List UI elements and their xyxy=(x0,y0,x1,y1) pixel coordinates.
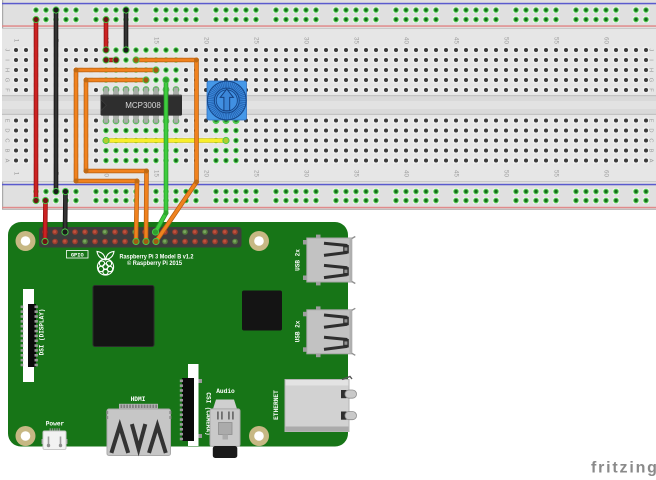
svg-text:1: 1 xyxy=(13,172,20,176)
svg-text:H: H xyxy=(648,68,654,72)
svg-text:ETHERNET: ETHERNET xyxy=(273,390,280,420)
svg-text:15: 15 xyxy=(153,37,160,44)
svg-text:20: 20 xyxy=(203,37,210,44)
svg-text:25: 25 xyxy=(253,37,260,44)
svg-text:F: F xyxy=(648,88,654,92)
svg-text:B: B xyxy=(648,149,654,153)
svg-text:Raspberry Pi 3 Model B v1.2: Raspberry Pi 3 Model B v1.2 xyxy=(120,253,194,260)
svg-text:25: 25 xyxy=(253,170,260,177)
svg-text:F: F xyxy=(4,88,10,92)
svg-text:35: 35 xyxy=(353,37,360,44)
svg-text:fritzing: fritzing xyxy=(591,460,656,477)
svg-text:10: 10 xyxy=(103,170,110,177)
svg-text:55: 55 xyxy=(553,170,560,177)
svg-text:J: J xyxy=(648,49,654,52)
svg-text:20: 20 xyxy=(203,170,210,177)
svg-text:30: 30 xyxy=(303,37,310,44)
svg-text:55: 55 xyxy=(553,37,560,44)
svg-text:D: D xyxy=(4,128,10,132)
svg-text:50: 50 xyxy=(503,37,510,44)
svg-text:H: H xyxy=(4,68,10,72)
svg-text:60: 60 xyxy=(603,37,610,44)
svg-text:MCP3008: MCP3008 xyxy=(125,101,161,110)
svg-text:C: C xyxy=(648,138,654,142)
svg-text:© Raspberry Pi 2015: © Raspberry Pi 2015 xyxy=(127,260,183,267)
svg-text:Audio: Audio xyxy=(216,388,235,395)
svg-text:I: I xyxy=(648,59,654,61)
svg-text:C: C xyxy=(4,138,10,142)
svg-text:G: G xyxy=(648,78,654,83)
svg-text:B: B xyxy=(4,149,10,153)
svg-text:DSI (DISPLAY): DSI (DISPLAY) xyxy=(39,309,46,356)
svg-text:D: D xyxy=(648,128,654,132)
svg-text:J: J xyxy=(4,49,10,52)
svg-text:E: E xyxy=(4,119,10,123)
svg-text:A: A xyxy=(648,159,654,163)
svg-text:40: 40 xyxy=(403,37,410,44)
svg-text:35: 35 xyxy=(353,170,360,177)
svg-text:45: 45 xyxy=(453,37,460,44)
svg-text:G: G xyxy=(4,78,10,83)
svg-text:USB 2x: USB 2x xyxy=(295,249,302,271)
svg-text:1: 1 xyxy=(13,39,20,43)
svg-text:A: A xyxy=(4,159,10,163)
svg-text:Power: Power xyxy=(46,421,65,428)
svg-text:I: I xyxy=(4,59,10,61)
svg-text:15: 15 xyxy=(153,170,160,177)
svg-text:40: 40 xyxy=(403,170,410,177)
svg-text:USB 2x: USB 2x xyxy=(295,320,302,342)
svg-text:E: E xyxy=(648,119,654,123)
svg-text:GPIO: GPIO xyxy=(71,252,85,258)
svg-text:50: 50 xyxy=(503,170,510,177)
svg-text:60: 60 xyxy=(603,170,610,177)
svg-text:30: 30 xyxy=(303,170,310,177)
svg-text:CSI (CAMERA): CSI (CAMERA) xyxy=(205,392,212,435)
svg-text:45: 45 xyxy=(453,170,460,177)
svg-text:HDMI: HDMI xyxy=(131,396,146,403)
